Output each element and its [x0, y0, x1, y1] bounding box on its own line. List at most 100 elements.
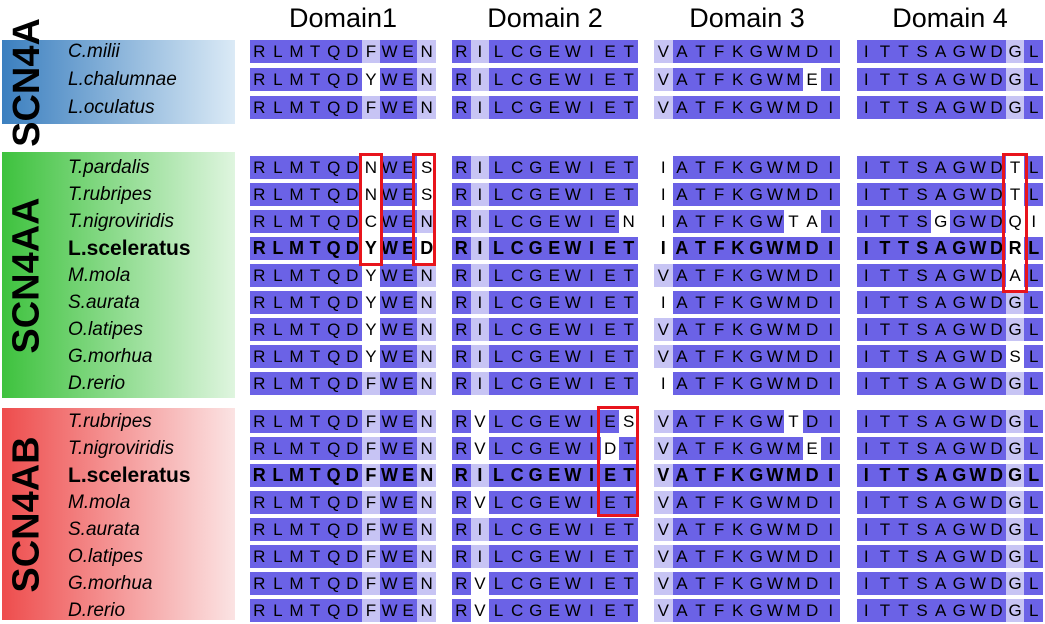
- residue: Q: [324, 291, 343, 314]
- residue: L: [489, 264, 508, 287]
- residue: W: [563, 345, 583, 368]
- residue: W: [968, 96, 988, 119]
- residue: T: [875, 68, 895, 91]
- residue: K: [728, 183, 747, 206]
- residue: W: [563, 264, 583, 287]
- residue: Y: [361, 318, 381, 341]
- residue: Q: [324, 318, 343, 341]
- residue: W: [968, 40, 988, 63]
- residue: I: [582, 183, 601, 206]
- species-label: O.latipes: [68, 319, 143, 340]
- residue: A: [672, 96, 692, 119]
- residue: C: [507, 464, 527, 487]
- residue: G: [1005, 572, 1025, 595]
- residue: T: [619, 518, 638, 541]
- residue: G: [747, 599, 766, 622]
- residue: I: [857, 491, 876, 514]
- residue: I: [582, 156, 601, 179]
- residue: G: [526, 318, 545, 341]
- residue: A: [672, 318, 692, 341]
- residue: S: [912, 68, 932, 91]
- residue: D: [343, 68, 362, 91]
- residue: N: [417, 40, 436, 63]
- residue: D: [343, 345, 362, 368]
- residue: W: [968, 372, 988, 395]
- residue: T: [894, 40, 913, 63]
- residue: E: [398, 68, 418, 91]
- species-label: T.rubripes: [68, 184, 152, 205]
- residue: V: [470, 410, 490, 433]
- residue: G: [526, 96, 545, 119]
- residue: E: [398, 96, 418, 119]
- residue: W: [765, 68, 785, 91]
- residue: M: [287, 156, 306, 179]
- residue: G: [1005, 68, 1025, 91]
- residue: D: [343, 410, 362, 433]
- residue: W: [765, 599, 785, 622]
- residue: E: [545, 599, 564, 622]
- residue: W: [380, 291, 399, 314]
- residue: E: [398, 491, 418, 514]
- residue: R: [452, 491, 471, 514]
- residue: G: [1005, 96, 1025, 119]
- residue: F: [361, 437, 381, 460]
- residue: C: [507, 410, 527, 433]
- residue: R: [250, 156, 269, 179]
- residue: L: [489, 210, 508, 233]
- residue: I: [582, 210, 601, 233]
- residue: K: [728, 410, 747, 433]
- residue: Y: [361, 68, 381, 91]
- residue: I: [654, 372, 673, 395]
- residue: E: [600, 40, 620, 63]
- residue: A: [931, 372, 950, 395]
- residue: G: [526, 345, 545, 368]
- residue: T: [619, 156, 638, 179]
- residue: F: [361, 410, 381, 433]
- residue: T: [305, 291, 325, 314]
- residue: G: [1005, 545, 1025, 568]
- residue: C: [507, 518, 527, 541]
- residue: D: [987, 518, 1006, 541]
- residue: L: [268, 210, 288, 233]
- residue: F: [709, 437, 729, 460]
- residue: W: [380, 68, 399, 91]
- residue: T: [691, 491, 710, 514]
- group-label: SCN4AA: [2, 152, 52, 398]
- residue: M: [784, 40, 803, 63]
- residue: I: [470, 96, 490, 119]
- residue: E: [545, 68, 564, 91]
- residue: W: [563, 40, 583, 63]
- residue: R: [250, 572, 269, 595]
- residue: T: [305, 318, 325, 341]
- residue: A: [672, 464, 692, 487]
- residue: C: [507, 264, 527, 287]
- residue: K: [728, 210, 747, 233]
- residue: A: [672, 237, 692, 260]
- residue: D: [802, 518, 822, 541]
- residue: A: [672, 572, 692, 595]
- residue: L: [1024, 410, 1043, 433]
- residue: T: [619, 318, 638, 341]
- residue: I: [582, 96, 601, 119]
- residue: G: [747, 410, 766, 433]
- residue: N: [417, 410, 436, 433]
- residue: S: [912, 210, 932, 233]
- residue: W: [765, 437, 785, 460]
- residue: I: [470, 291, 490, 314]
- residue: T: [894, 464, 913, 487]
- residue: W: [765, 345, 785, 368]
- residue: S: [912, 40, 932, 63]
- residue: G: [1005, 464, 1025, 487]
- residue: F: [709, 599, 729, 622]
- residue: W: [968, 345, 988, 368]
- residue: E: [600, 96, 620, 119]
- residue: T: [619, 96, 638, 119]
- residue: A: [672, 183, 692, 206]
- residue: L: [1024, 237, 1043, 260]
- residue: I: [821, 96, 840, 119]
- residue: I: [857, 264, 876, 287]
- residue: T: [875, 410, 895, 433]
- residue: D: [987, 210, 1006, 233]
- residue: K: [728, 291, 747, 314]
- residue: C: [507, 68, 527, 91]
